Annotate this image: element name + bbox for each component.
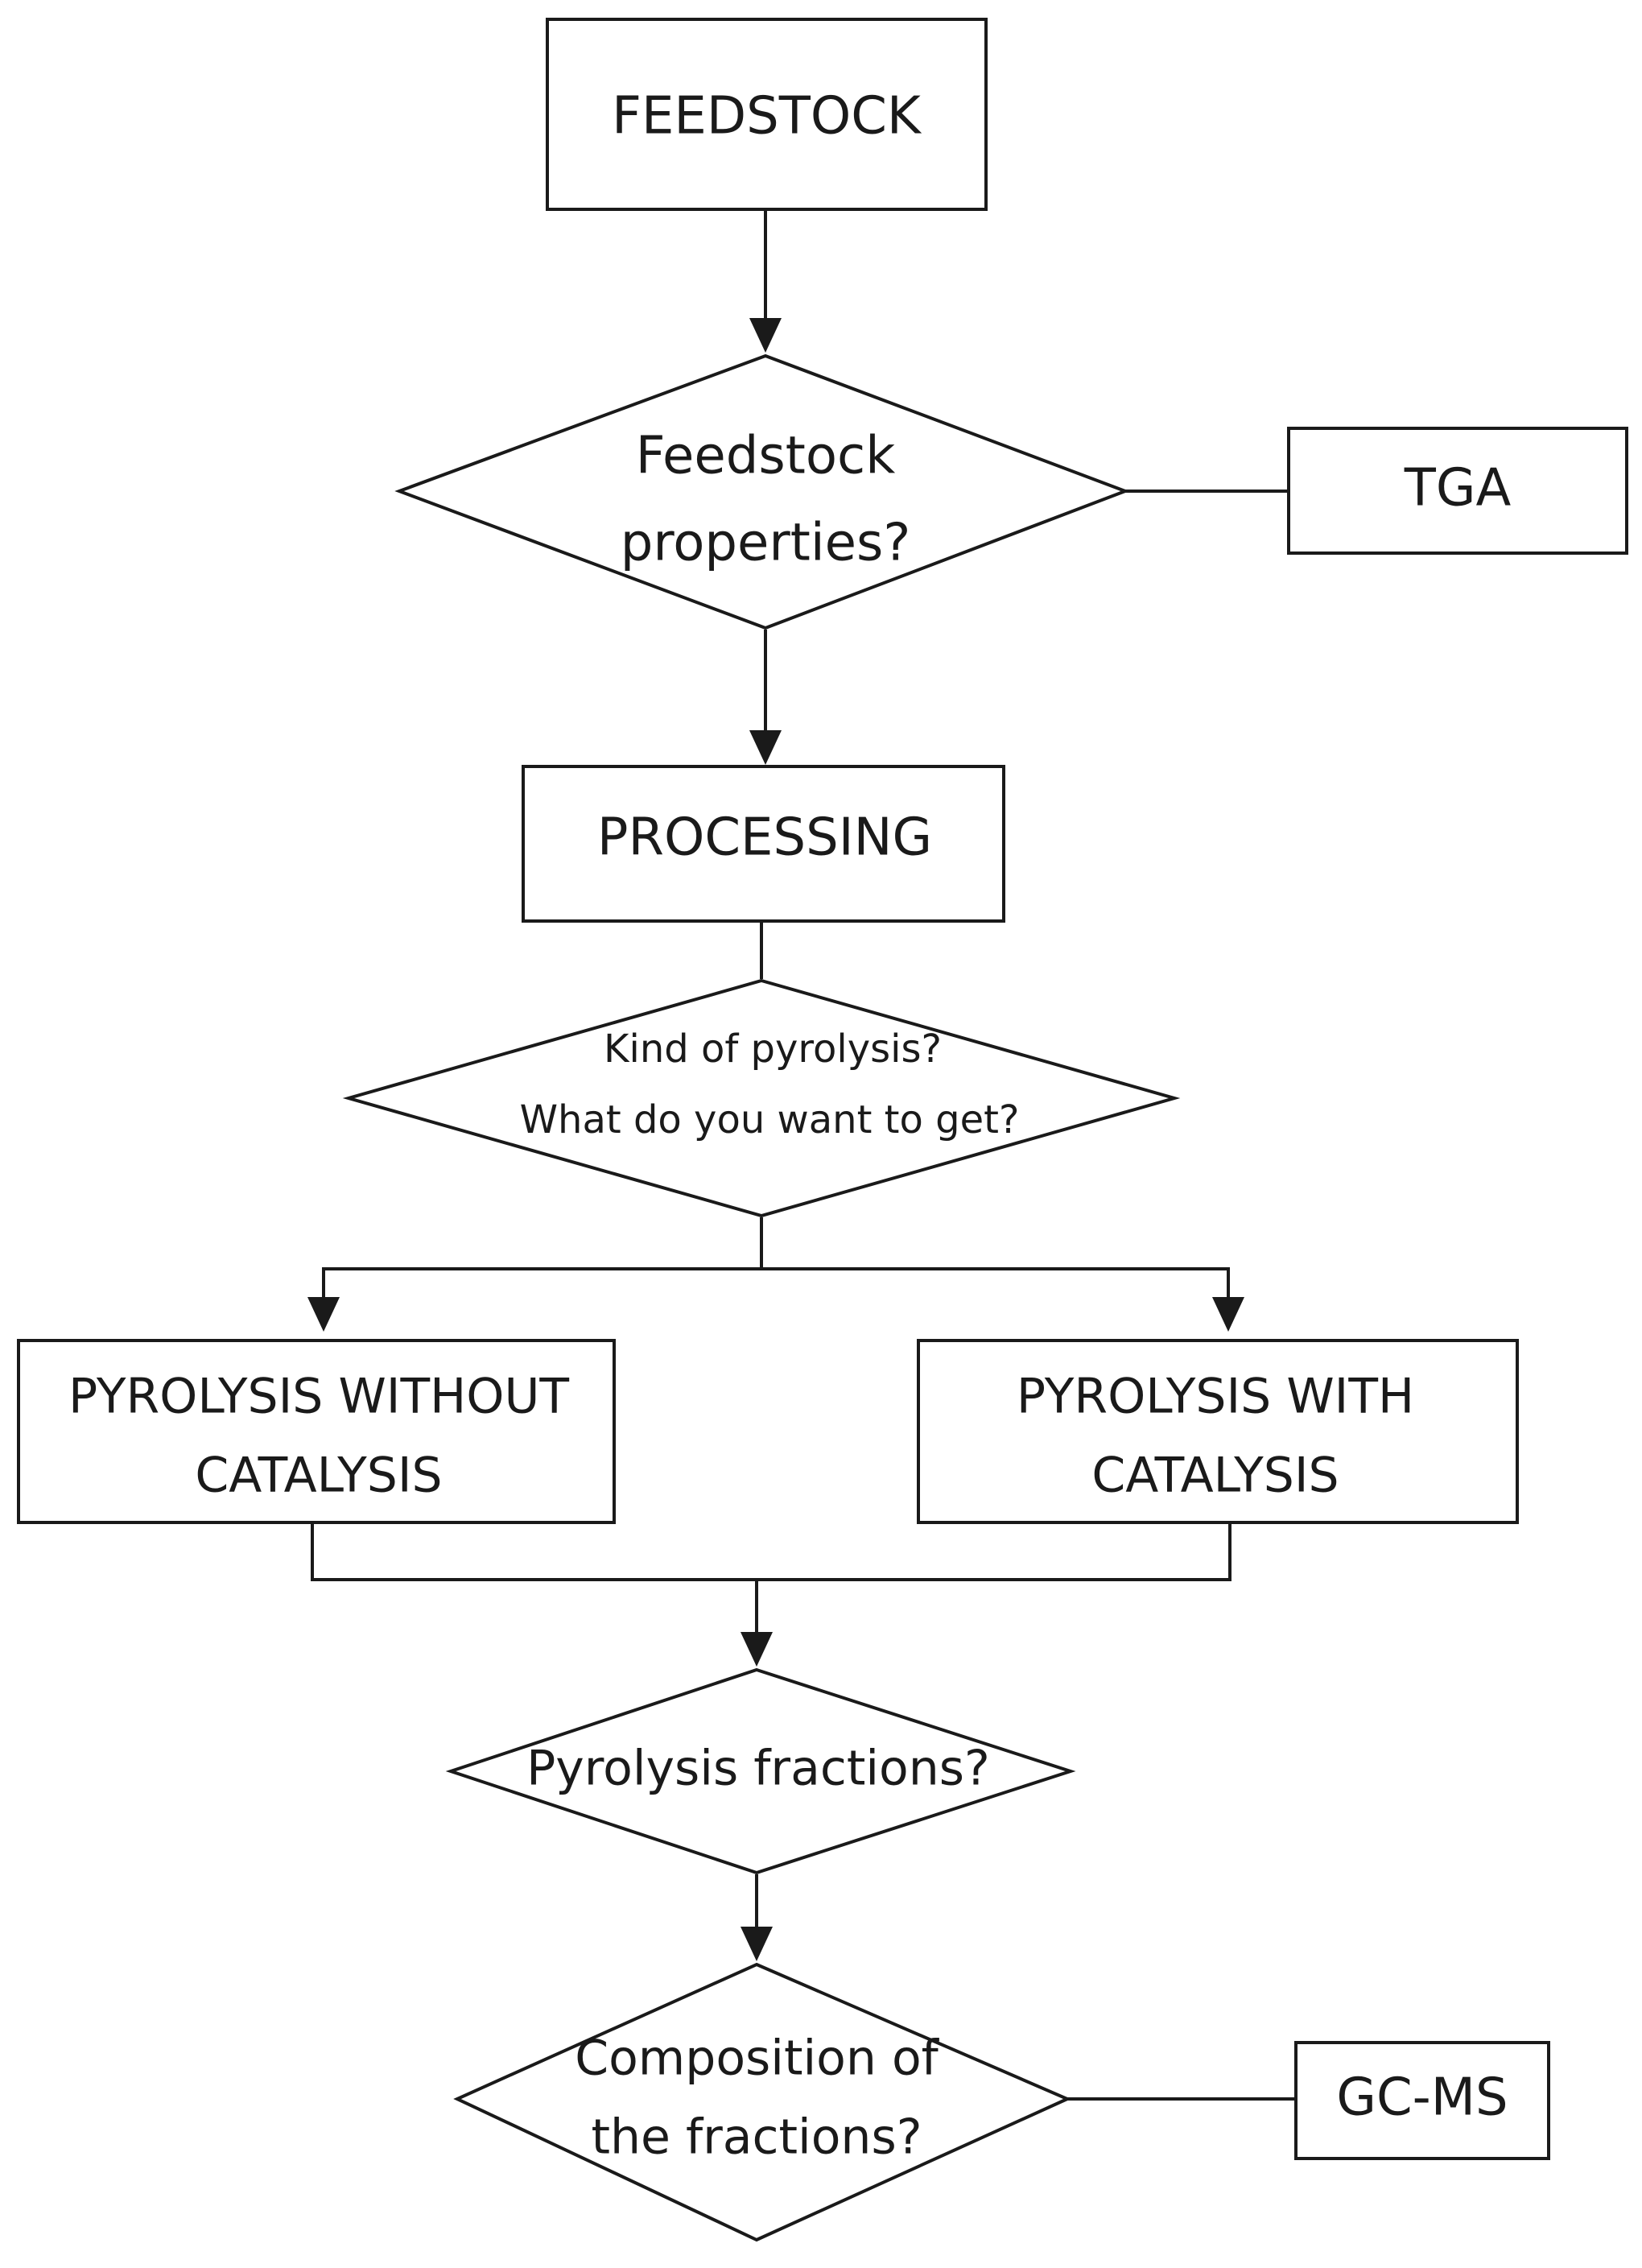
connectors (307, 211, 1296, 2101)
edge-kind-split (322, 1217, 763, 1301)
arrowhead-without (307, 1297, 340, 1332)
feedstock-properties-diamond (394, 353, 1130, 630)
arrowhead-fractions (741, 1632, 773, 1667)
node-gcms: GC-MS (1294, 2041, 1550, 2160)
arrowhead-with (1212, 1297, 1244, 1332)
pyrolysis-without-line-1: PYROLYSIS WITHOUT (68, 1369, 569, 1425)
pyrolysis-with-box (917, 1339, 1519, 1524)
node-processing: PROCESSING (522, 765, 1005, 923)
node-pyrolysis-with-catalysis: PYROLYSIS WITH CATALYSIS (917, 1339, 1519, 1524)
pyrolysis-with-line-2: CATALYSIS (1091, 1448, 1339, 1504)
kind-of-pyrolysis-line-1: Kind of pyrolysis? (604, 1027, 942, 1072)
node-composition-of-fractions: Composition of the fractions? (453, 1962, 1071, 2242)
edge-without-merge (311, 1524, 1232, 1581)
node-kind-of-pyrolysis: Kind of pyrolysis? What do you want to g… (342, 978, 1181, 1218)
feedstock-properties-line-2: properties? (621, 514, 911, 573)
kind-of-pyrolysis-line-2: What do you want to get? (520, 1097, 1020, 1142)
node-pyrolysis-without-catalysis: PYROLYSIS WITHOUT CATALYSIS (17, 1339, 616, 1524)
node-tga: TGA (1287, 427, 1628, 555)
processing-label: PROCESSING (597, 808, 932, 868)
pyrolysis-fractions-label: Pyrolysis fractions? (526, 1741, 990, 1797)
feedstock-box (546, 18, 988, 211)
processing-box (522, 765, 1005, 923)
tga-label: TGA (1404, 459, 1512, 518)
node-pyrolysis-fractions: Pyrolysis fractions? (445, 1667, 1076, 1875)
arrowhead-properties (749, 318, 782, 353)
node-feedstock: FEEDSTOCK (546, 18, 988, 211)
arrowhead-composition (741, 1927, 773, 1961)
gcms-box (1294, 2041, 1550, 2160)
feedstock-label: FEEDSTOCK (612, 87, 922, 147)
arrowhead-processing (749, 730, 782, 765)
composition-diamond (453, 1962, 1071, 2242)
node-feedstock-properties: Feedstock properties? (394, 353, 1130, 630)
gcms-label: GC-MS (1336, 2068, 1508, 2128)
composition-line-2: the fractions? (591, 2109, 922, 2166)
pyrolysis-without-line-2: CATALYSIS (195, 1448, 442, 1504)
feedstock-properties-line-1: Feedstock (636, 427, 896, 486)
tga-box (1287, 427, 1628, 555)
kind-of-pyrolysis-diamond (342, 978, 1181, 1218)
edge-kind-to-with (761, 1267, 1230, 1301)
composition-line-1: Composition of (575, 2030, 939, 2087)
pyrolysis-without-box (17, 1339, 616, 1524)
pyrolysis-fractions-diamond (445, 1667, 1076, 1875)
pyrolysis-with-line-1: PYROLYSIS WITH (1017, 1369, 1414, 1425)
